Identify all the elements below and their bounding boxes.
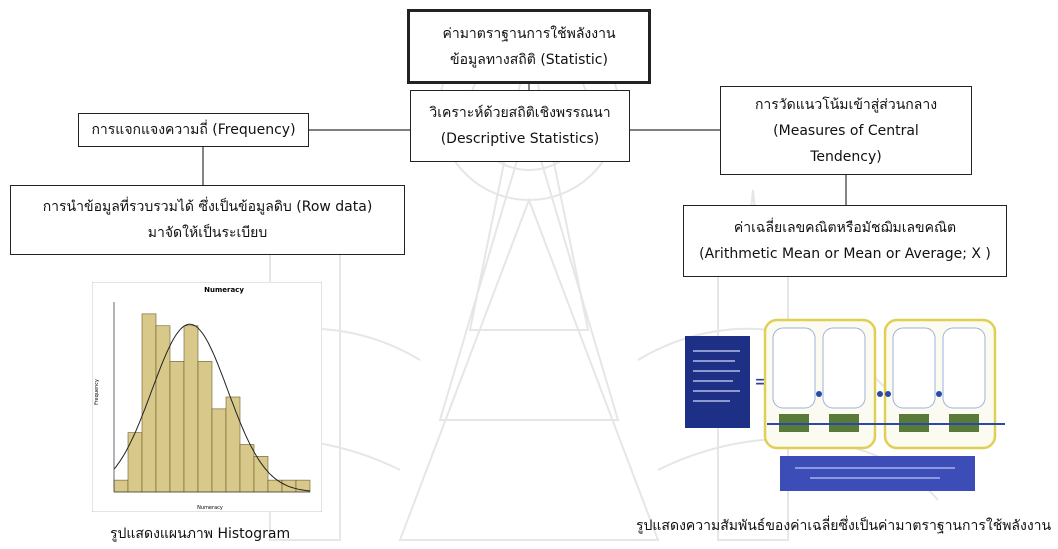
histogram-bar [197, 361, 213, 493]
frequency-box: การแจกแจงความถี่ (Frequency) [78, 113, 309, 147]
histogram-xlabel: Numeracy [197, 505, 223, 511]
histogram-bar [239, 444, 255, 493]
raw-data-line1: การนำข้อมูลที่รวบรวมได้ ซึ่งเป็นข้อมูลดิ… [42, 199, 373, 215]
histogram-ylabel: Frequency [94, 379, 100, 405]
histogram-chart: Numeracy Numeracy Frequency [92, 282, 322, 512]
relationship-caption: รูปแสดงความสัมพันธ์ของค่าเฉลี่ยซึ่งเป็นค… [636, 518, 1052, 534]
mean-line2: (Arithmetic Mean or Mean or Average; X ) [699, 246, 991, 262]
descriptive-statistics-box: วิเคราะห์ด้วยสถิติเชิงพรรณนา (Descriptiv… [410, 90, 630, 162]
raw-data-line2: มาจัดให้เป็นระเบียบ [147, 225, 268, 241]
histogram-caption: รูปแสดงแผนภาพ Histogram [110, 526, 291, 542]
relationship-figure: = [685, 318, 1005, 491]
central-line3: Tendency) [810, 148, 882, 165]
central-tendency-box: การวัดแนวโน้มเข้าสู่ส่วนกลาง (Measures o… [720, 86, 972, 175]
frequency-label: การแจกแจงความถี่ (Frequency) [91, 122, 296, 138]
histogram-bar [141, 313, 157, 493]
histogram-bar [113, 479, 129, 493]
descriptive-line1: วิเคราะห์ด้วยสถิติเชิงพรรณนา [429, 105, 611, 121]
input-block [685, 336, 750, 428]
histogram-bar [127, 432, 143, 493]
histogram-title: Numeracy [204, 286, 244, 294]
descriptive-line2: (Descriptive Statistics) [440, 131, 600, 147]
energy-standard-box: ค่ามาตราฐานการใช้พลังงาน ข้อมูลทางสถิติ … [407, 9, 651, 84]
central-line2: (Measures of Central [773, 122, 919, 139]
mean-line1: ค่าเฉลี่ยเลขคณิตหรือมัชฌิมเลขคณิต [733, 220, 957, 236]
normal-curve [113, 323, 311, 492]
histogram-bar [211, 408, 227, 493]
histogram-bar [253, 456, 269, 493]
histogram-bar [169, 361, 185, 493]
histogram-bar [183, 325, 199, 493]
histogram-bar [225, 396, 241, 493]
central-line1: การวัดแนวโน้มเข้าสู่ส่วนกลาง [754, 96, 938, 113]
energy-standard-line2: ข้อมูลทางสถิติ (Statistic) [450, 51, 608, 68]
raw-data-box: การนำข้อมูลที่รวบรวมได้ ซึ่งเป็นข้อมูลดิ… [10, 185, 405, 255]
arithmetic-mean-box: ค่าเฉลี่ยเลขคณิตหรือมัชฌิมเลขคณิต (Arith… [683, 205, 1007, 277]
energy-standard-line1: ค่ามาตราฐานการใช้พลังงาน [442, 25, 616, 42]
output-block [780, 456, 975, 491]
